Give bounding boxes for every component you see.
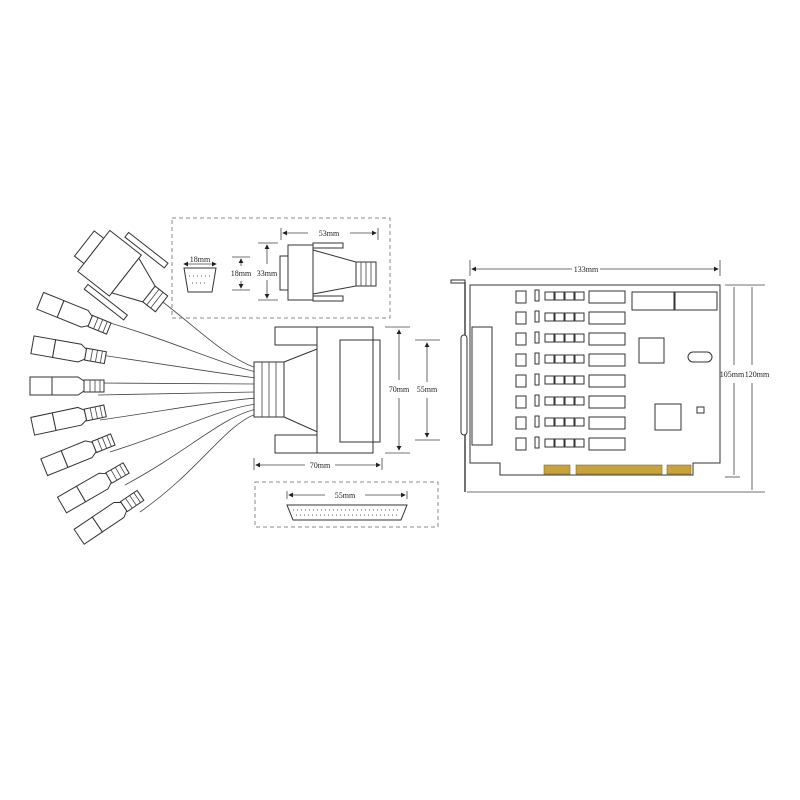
driver-ic xyxy=(588,290,626,304)
db9-face-width-label: 18mm xyxy=(190,255,211,264)
resistor xyxy=(544,312,555,322)
resistor xyxy=(544,417,555,427)
driver-ic xyxy=(588,311,626,325)
capacitor xyxy=(534,394,540,407)
resistor xyxy=(564,333,575,343)
main-height-inner-label: 55mm xyxy=(417,385,438,394)
main-db-connector xyxy=(253,326,381,454)
capacitor xyxy=(534,373,540,386)
serial-plug-5 xyxy=(40,430,117,477)
resistor xyxy=(574,291,585,301)
resistor xyxy=(554,396,565,406)
resistor xyxy=(564,396,575,406)
main-height-outer-label: 70mm xyxy=(389,385,410,394)
resistor xyxy=(564,438,575,448)
pci-card-dimensions: 133mm 105mm 120mm xyxy=(467,260,770,493)
resistor xyxy=(544,333,555,343)
chip xyxy=(515,332,527,346)
chip xyxy=(515,416,527,430)
resistor xyxy=(574,312,585,322)
resistor xyxy=(564,375,575,385)
gold-fingers xyxy=(543,464,692,475)
resistor xyxy=(574,417,585,427)
resistor xyxy=(544,375,555,385)
db9-housing-height-label: 33mm xyxy=(257,269,278,278)
resistor xyxy=(554,354,565,364)
card-board-height-label: 105mm xyxy=(720,370,745,379)
resistor xyxy=(554,438,565,448)
resistor xyxy=(554,417,565,427)
pci-card xyxy=(450,279,721,492)
capacitor xyxy=(534,352,540,365)
chip xyxy=(515,353,527,367)
capacitor xyxy=(534,415,540,428)
face-width-label: 55mm xyxy=(335,491,356,500)
resistor xyxy=(544,291,555,301)
chip xyxy=(515,311,527,325)
serial-plug-4 xyxy=(30,401,108,436)
resistor xyxy=(544,354,555,364)
resistor xyxy=(544,396,555,406)
resistor xyxy=(554,312,565,322)
driver-ic xyxy=(588,374,626,388)
resistor xyxy=(564,354,575,364)
db9-housing-length-label: 53mm xyxy=(319,229,340,238)
resistor xyxy=(574,438,585,448)
resistor xyxy=(544,438,555,448)
resistor xyxy=(574,333,585,343)
capacitor xyxy=(534,310,540,323)
main-length-label: 70mm xyxy=(310,461,331,470)
resistor xyxy=(554,333,565,343)
fan-out-cables xyxy=(97,284,257,513)
resistor xyxy=(564,291,575,301)
chip xyxy=(515,290,527,304)
db9-face-height-label: 18mm xyxy=(231,269,252,278)
capacitor xyxy=(534,331,540,344)
capacitor xyxy=(534,289,540,302)
resistor xyxy=(554,291,565,301)
resistor xyxy=(574,396,585,406)
driver-ic xyxy=(588,437,626,451)
resistor xyxy=(564,417,575,427)
driver-ic xyxy=(588,332,626,346)
driver-ic xyxy=(588,416,626,430)
resistor xyxy=(564,312,575,322)
driver-ic xyxy=(588,395,626,409)
resistor xyxy=(554,375,565,385)
chip xyxy=(515,374,527,388)
card-total-height-label: 120mm xyxy=(745,370,770,379)
connector-face-detail: 55mm xyxy=(254,481,439,528)
chip xyxy=(515,437,527,451)
serial-plug-2 xyxy=(30,335,108,368)
db9-detail: 18mm 18mm 33mm 53mm xyxy=(171,217,391,319)
serial-plug-3 xyxy=(29,376,105,396)
db9-connector-fan xyxy=(73,229,169,321)
resistor xyxy=(574,354,585,364)
card-width-label: 133mm xyxy=(574,265,599,274)
main-connector-dimensions: 70mm 55mm 70mm xyxy=(253,326,440,470)
capacitor xyxy=(534,436,540,449)
resistor xyxy=(574,375,585,385)
driver-ic xyxy=(588,353,626,367)
chip xyxy=(515,395,527,409)
port-chip-rows xyxy=(515,289,626,451)
